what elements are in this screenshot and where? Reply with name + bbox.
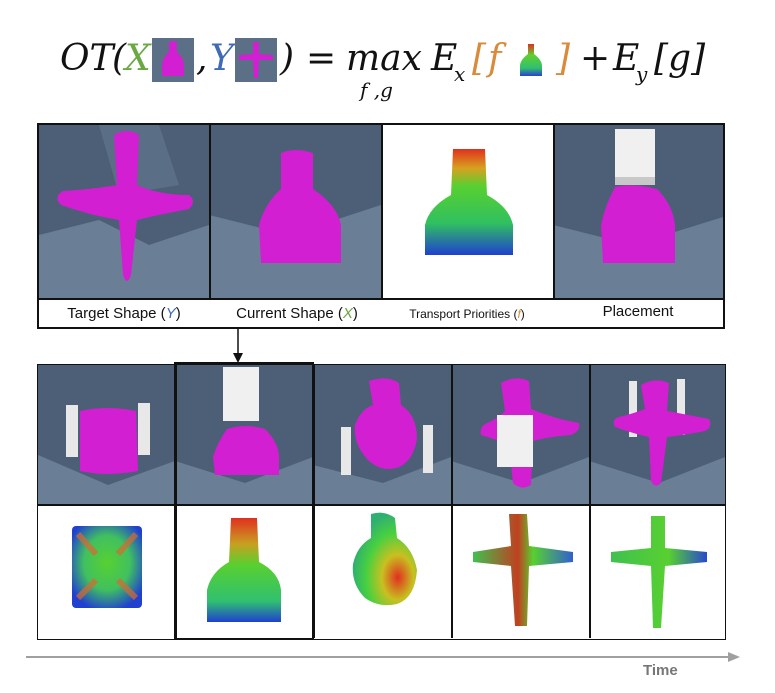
max-operator: max: [346, 38, 422, 79]
sim-frame-2: [175, 365, 313, 504]
sim-frame-1: [38, 365, 175, 504]
point-cloud-5: [589, 504, 725, 638]
expectation-x-subscript: x: [454, 62, 466, 86]
open-paren: (: [112, 38, 127, 79]
divider: [553, 125, 555, 298]
var-x: X: [125, 38, 151, 79]
current-shape-thumbnail: [152, 38, 194, 82]
comma: ,: [196, 38, 208, 79]
timeline-grid: [37, 364, 726, 640]
divider: [381, 125, 383, 298]
divider: [451, 365, 453, 638]
sim-frame-5: [589, 365, 725, 504]
divider: [38, 504, 725, 506]
sim-frame-4: [451, 365, 589, 504]
time-arrow-icon: [26, 652, 740, 662]
var-y: Y: [210, 38, 234, 79]
var-f: f: [488, 38, 502, 79]
down-arrow-icon: [233, 329, 243, 363]
caption-target-shape: Target Shape (Y): [67, 305, 181, 322]
divider: [589, 365, 591, 638]
g-term: [g]: [654, 38, 706, 79]
caption-transport-priorities: Transport Priorities (f): [409, 307, 525, 321]
expectation-y-subscript: y: [636, 62, 648, 86]
point-cloud-3: [313, 504, 451, 638]
sim-frame-3: [313, 365, 451, 504]
target-shape-thumbnail: [235, 38, 277, 82]
time-axis-label: Time: [643, 662, 678, 679]
bracket-open: [: [472, 38, 487, 79]
ot-symbol: OT: [60, 38, 114, 79]
overview-panel: Target Shape (Y) Current Shape (X) Trans…: [37, 123, 725, 329]
point-cloud-2: [175, 504, 313, 638]
divider: [39, 298, 723, 300]
highlighted-timestep: [174, 362, 314, 640]
point-cloud-1: [38, 504, 175, 638]
current-shape-image: [209, 125, 381, 298]
equals-sign: =: [306, 38, 337, 79]
target-shape-image: [39, 125, 209, 298]
expectation-x: E: [431, 38, 458, 79]
caption-placement: Placement: [602, 303, 674, 320]
divider: [209, 125, 211, 298]
close-paren: ): [280, 38, 295, 79]
priorities-thumbnail: [510, 38, 552, 82]
transport-priorities-image: [381, 125, 553, 298]
bracket-close: ]: [556, 38, 571, 79]
caption-current-shape: Current Shape (X): [236, 305, 358, 322]
plus-sign: +: [580, 38, 611, 79]
expectation-y: E: [613, 38, 640, 79]
placement-image: [553, 125, 723, 298]
point-cloud-4: [451, 504, 589, 638]
max-subscript: f ,g: [360, 78, 393, 102]
